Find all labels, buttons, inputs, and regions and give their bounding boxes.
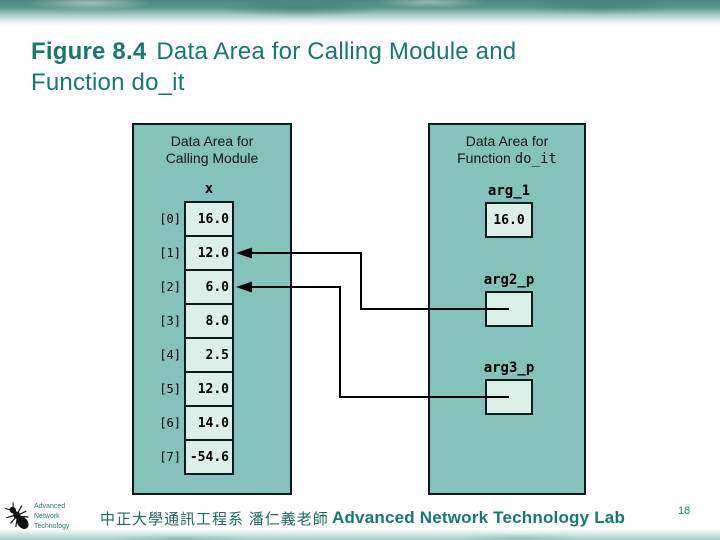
array-x: [0] 16.0 [1] 12.0 [2] 6.0 [3] 8.0 [4] 2.…: [150, 201, 234, 475]
array-index-label: [6]: [159, 416, 181, 430]
top-marble-band: [0, 0, 720, 26]
array-cell-value: 16.0: [184, 201, 234, 237]
array-row: [5] 12.0: [150, 371, 234, 407]
function-heading-line2: Function do_it: [428, 150, 586, 168]
arg3p-label: arg3_p: [483, 360, 535, 376]
arg1-box: 16.0: [485, 202, 533, 238]
page-number: 18: [678, 505, 691, 517]
array-row: [4] 2.5: [150, 337, 234, 373]
logo-text: Advanced Network Technology: [34, 502, 69, 532]
array-cell-value: 2.5: [184, 337, 234, 373]
function-heading: Data Area for Function do_it: [428, 133, 586, 168]
array-cell-value: 12.0: [184, 235, 234, 271]
function-word: Function: [457, 150, 511, 166]
array-index-label: [4]: [159, 348, 181, 362]
ant-logo-icon: [5, 502, 29, 530]
function-heading-line1: Data Area for: [465, 133, 549, 149]
slide-title: Figure 8.4 Data Area for Calling Module a…: [31, 36, 691, 98]
arg2p-label: arg2_p: [483, 272, 535, 288]
footer-lab-name: Advanced Network Technology Lab: [332, 508, 626, 527]
array-row: [3] 8.0: [150, 303, 234, 339]
arg1-label: arg_1: [487, 183, 531, 199]
array-row: [6] 14.0: [150, 405, 234, 441]
array-row: [1] 12.0: [150, 235, 234, 271]
array-cell-value: 14.0: [184, 405, 234, 441]
array-name-label: x: [204, 181, 214, 197]
array-index-label: [7]: [159, 450, 181, 464]
slide-title-line2: Function do_it: [31, 69, 185, 96]
logo-text-line2: Network: [34, 513, 60, 520]
array-row: [7] -54.6: [150, 439, 234, 475]
calling-module-heading-line1: Data Area for: [170, 133, 254, 149]
array-row: [0] 16.0: [150, 201, 234, 237]
array-cell-value: 8.0: [184, 303, 234, 339]
slide-title-line1: Figure 8.4 Data Area for Calling Module a…: [31, 36, 691, 67]
array-cell-value: 12.0: [184, 371, 234, 407]
figure-number: Figure 8.4: [31, 38, 147, 65]
array-index-label: [5]: [159, 382, 181, 396]
footer-department-text: 中正大學通訊工程系 潘仁義老師: [100, 512, 329, 528]
calling-module-heading-line2: Calling Module: [165, 150, 259, 166]
function-name-mono: do_it: [514, 151, 557, 167]
figure-caption: Data Area for Calling Module and: [156, 38, 517, 65]
array-row: [2] 6.0: [150, 269, 234, 305]
array-cell-value: -54.6: [184, 439, 234, 475]
array-cell-value: 6.0: [184, 269, 234, 305]
calling-module-heading: Data Area for Calling Module: [132, 133, 292, 167]
logo-text-line1: Advanced: [34, 503, 66, 510]
arg3p-box: [485, 379, 533, 415]
logo-text-line3: Technology: [34, 523, 70, 530]
bottom-marble-band: [0, 529, 720, 540]
array-index-label: [1]: [159, 246, 181, 260]
arg2p-box: [485, 291, 533, 327]
array-index-label: [3]: [159, 314, 181, 328]
array-index-label: [2]: [159, 280, 181, 294]
array-index-label: [0]: [159, 212, 181, 226]
